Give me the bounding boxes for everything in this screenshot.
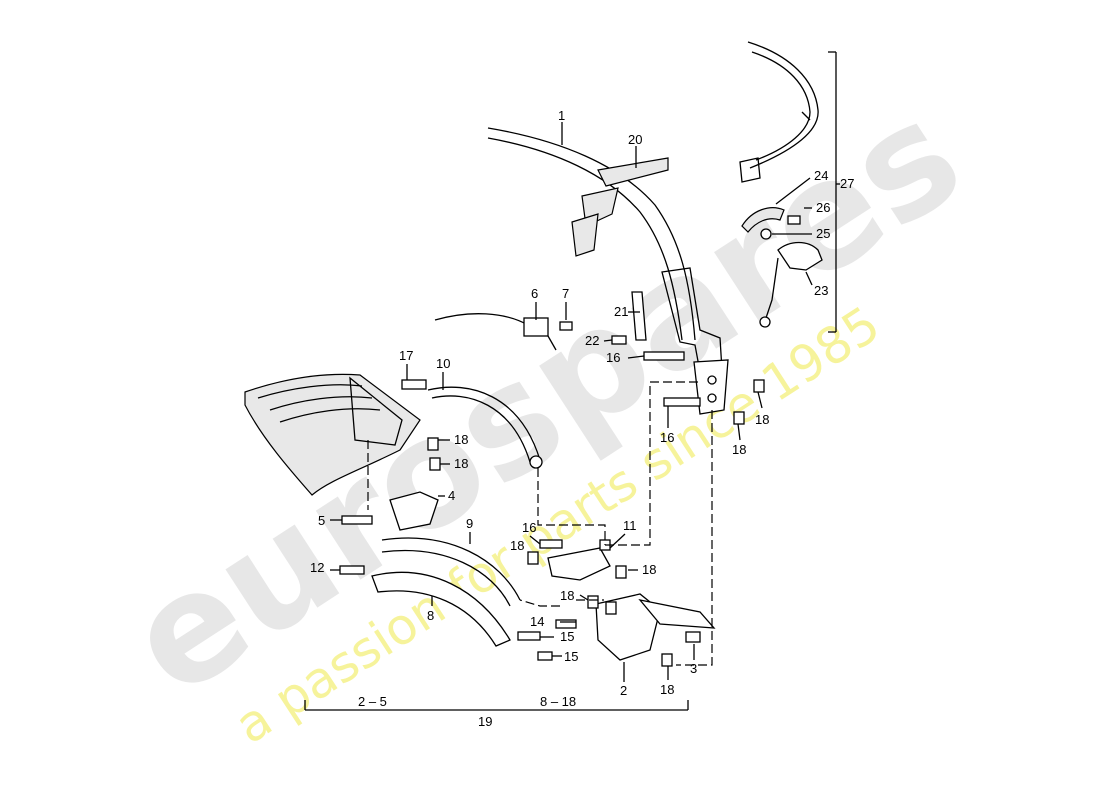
- callout-16-low: 16: [660, 430, 674, 445]
- part-21-bracket: [631, 291, 647, 341]
- callout-5: 5: [318, 513, 325, 528]
- callout-16-mid: 16: [522, 520, 536, 535]
- part-17-bolt: [401, 379, 427, 390]
- leader-lines: [304, 122, 813, 711]
- callout-17: 17: [399, 348, 413, 363]
- clip-18-g: [587, 595, 599, 609]
- callout-9: 9: [466, 516, 473, 531]
- part-4-bracket: [389, 491, 439, 531]
- callout-labels: 1 20 6 7 21 22 16 17 10 18 18 4 5 9 16 1…: [310, 108, 854, 729]
- clip-18-b: [733, 411, 745, 425]
- callout-1: 1: [558, 108, 565, 123]
- callout-7: 7: [562, 286, 569, 301]
- part-27-header-seal: [739, 41, 819, 183]
- callout-21: 21: [614, 304, 628, 319]
- callout-8: 8: [427, 608, 434, 623]
- part-8-rail: [371, 571, 511, 647]
- range-2-5: 2 – 5: [358, 694, 387, 709]
- watermark-brand: eurospares: [100, 68, 990, 730]
- callout-18-e: 18: [510, 538, 524, 553]
- callout-16-top: 16: [606, 350, 620, 365]
- assembly-dashed-lines: [367, 381, 713, 666]
- callout-2: 2: [620, 683, 627, 698]
- clip-18-d: [429, 457, 441, 471]
- clip-18-e: [527, 551, 539, 565]
- callout-18-b: 18: [732, 442, 746, 457]
- callout-26: 26: [816, 200, 830, 215]
- callout-15-b: 15: [564, 649, 578, 664]
- callout-24: 24: [814, 168, 828, 183]
- part-24-guide: [741, 207, 785, 233]
- callout-4: 4: [448, 488, 455, 503]
- callout-15-a: 15: [560, 629, 574, 644]
- callout-18-g: 18: [560, 588, 574, 603]
- part-15-screw-a: [517, 631, 541, 641]
- part-7-screw: [559, 321, 573, 331]
- clip-18-i: [661, 653, 673, 667]
- callout-19: 19: [478, 714, 492, 729]
- part-16-bolt-mid: [663, 397, 701, 407]
- callout-6: 6: [531, 286, 538, 301]
- callout-12: 12: [310, 560, 324, 575]
- callout-27: 27: [840, 176, 854, 191]
- bracket-27: [828, 51, 840, 333]
- part-22-screw: [611, 335, 627, 345]
- callout-18-d: 18: [454, 456, 468, 471]
- part-12-screw: [339, 565, 365, 575]
- part-26-screw: [787, 215, 801, 225]
- part-23-lever: [759, 241, 823, 328]
- callout-18-a: 18: [755, 412, 769, 427]
- callout-18-f: 18: [642, 562, 656, 577]
- callout-14: 14: [530, 614, 544, 629]
- part-20-pad: [571, 157, 669, 257]
- range-8-18: 8 – 18: [540, 694, 576, 709]
- clip-18-c: [427, 437, 439, 451]
- part-14-screw: [555, 619, 577, 629]
- callout-10: 10: [436, 356, 450, 371]
- clip-18-h: [605, 601, 617, 615]
- part-10-strap: [427, 386, 543, 469]
- rear-deck-lid: [244, 373, 421, 496]
- callout-20: 20: [628, 132, 642, 147]
- part-6-cable: [434, 313, 557, 351]
- part-25-washer: [760, 228, 772, 240]
- clip-18-f: [615, 565, 627, 579]
- callout-25: 25: [816, 226, 830, 241]
- part-16-bolt-top: [643, 351, 685, 361]
- main-hinge-bracket: [693, 359, 729, 415]
- callout-23: 23: [814, 283, 828, 298]
- part-5-screw: [341, 515, 373, 525]
- callout-18-c: 18: [454, 432, 468, 447]
- callout-18-i: 18: [660, 682, 674, 697]
- part-9-rail: [381, 537, 521, 607]
- part-3-screw: [685, 631, 701, 643]
- clip-18-a: [753, 379, 765, 393]
- part-15-screw-b: [537, 651, 553, 661]
- callout-22: 22: [585, 333, 599, 348]
- callout-11: 11: [623, 518, 637, 533]
- callout-3: 3: [690, 661, 697, 676]
